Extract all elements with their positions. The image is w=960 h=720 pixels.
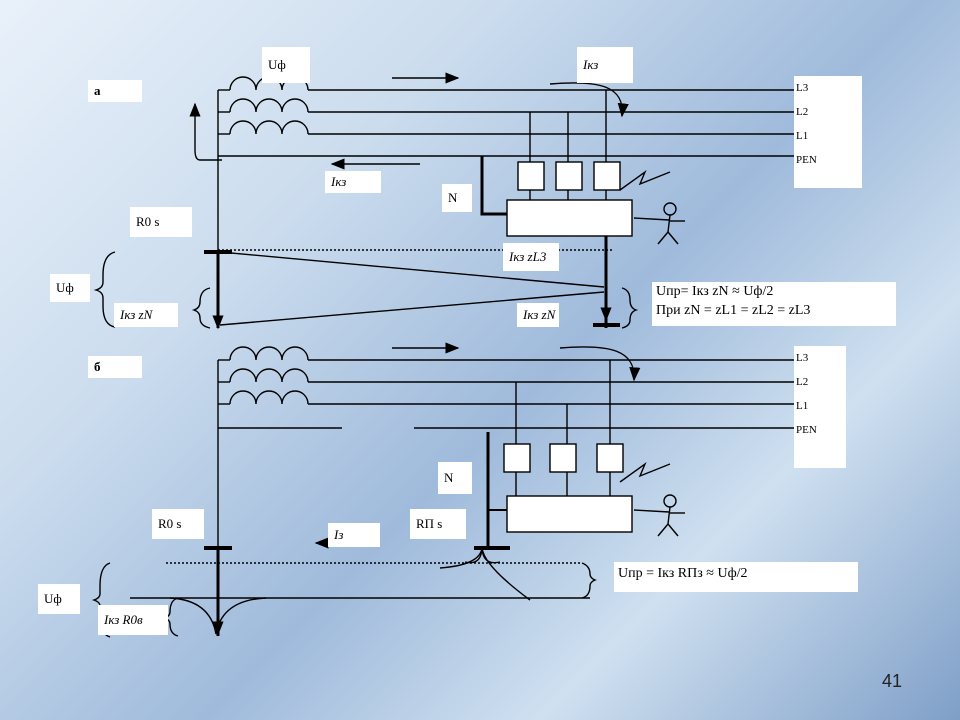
i-kz-top-label: Iкз <box>577 47 633 83</box>
coil-a-l2 <box>229 98 309 113</box>
i-kz-return-label: Iкз <box>325 171 381 193</box>
conductor-legend-a: L3 L2 L1 PEN <box>794 76 862 188</box>
section-label-b: б <box>88 356 142 378</box>
coil-a-l1 <box>229 120 309 135</box>
section-label-a: а <box>88 80 142 102</box>
u-phase-left-a: Uф <box>50 274 90 302</box>
spark-icon <box>619 169 671 191</box>
u-phase-left-b: Uф <box>38 584 80 614</box>
conductor-legend-b: L3 L2 L1 PEN <box>794 346 846 468</box>
i-kz-r0-label: Iкз R0в <box>98 605 168 635</box>
u-phase-label-a: Uф <box>262 47 310 83</box>
slide-number: 41 <box>881 671 902 691</box>
rp-label-b: RП s <box>410 509 466 539</box>
i-kz-zn-right-label: Iкз zN <box>517 303 559 327</box>
i-z-label: Iз <box>328 523 380 547</box>
formula-b: Uпр = Iкз RПз ≈ Uф/2 <box>614 562 858 592</box>
r0-label-b: R0 s <box>152 509 204 539</box>
consumer-housing-a <box>506 199 633 237</box>
person-icon <box>633 202 685 245</box>
formula-a: Uпр= Iкз zN ≈ Uф/2 При zN = zL1 = zL2 = … <box>652 282 896 326</box>
n-label-b: N <box>438 462 472 494</box>
n-label-a: N <box>442 184 472 212</box>
i-kz-zn-left-label: Iкз zN <box>114 303 178 327</box>
i-kz-zl3-label: Iкз zL3 <box>503 243 559 271</box>
r0-label-a: R0 s <box>130 207 192 237</box>
